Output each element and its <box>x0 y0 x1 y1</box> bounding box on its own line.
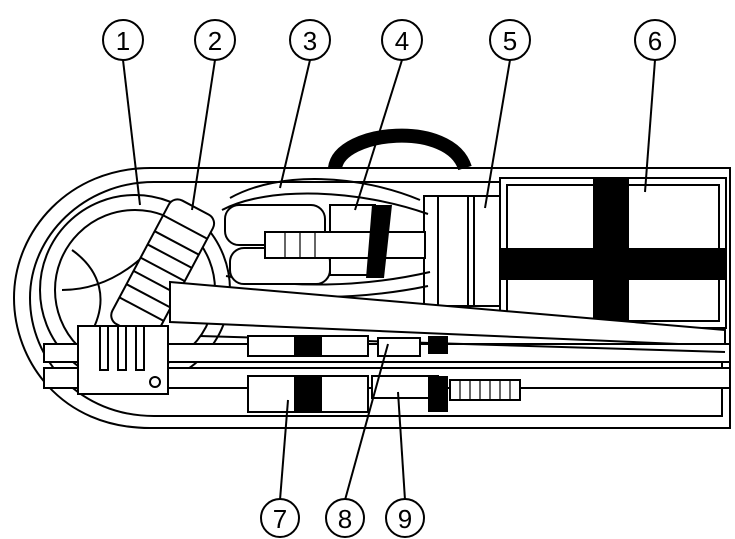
callout-7: 7 <box>260 498 300 538</box>
item-6-first-aid-case <box>499 177 727 329</box>
item-9-threaded-fitting <box>449 379 521 401</box>
callout-3: 3 <box>289 19 331 61</box>
callout-6: 6 <box>634 19 676 61</box>
callout-5-label: 5 <box>503 26 517 56</box>
callout-3-label: 3 <box>303 26 317 56</box>
item-7-lower-box <box>247 335 369 413</box>
callout-1-label: 1 <box>116 26 130 56</box>
callout-9-label: 9 <box>398 504 412 534</box>
item-4-regulator <box>264 204 426 278</box>
callout-4: 4 <box>381 19 423 61</box>
item-8-valve <box>371 336 448 412</box>
callout-7-label: 7 <box>273 504 287 534</box>
callout-6-label: 6 <box>648 26 662 56</box>
mount-bracket <box>77 325 169 395</box>
callout-8-label: 8 <box>338 504 352 534</box>
item-5-connector-block <box>423 195 501 307</box>
leader-lines <box>122 59 656 501</box>
callout-9: 9 <box>385 498 425 538</box>
callout-2: 2 <box>194 19 236 61</box>
case-body <box>12 167 731 429</box>
callout-8: 8 <box>325 498 365 538</box>
callout-5: 5 <box>489 19 531 61</box>
carry-handle <box>328 128 472 171</box>
callout-4-label: 4 <box>395 26 409 56</box>
callout-2-label: 2 <box>208 26 222 56</box>
callout-1: 1 <box>102 19 144 61</box>
